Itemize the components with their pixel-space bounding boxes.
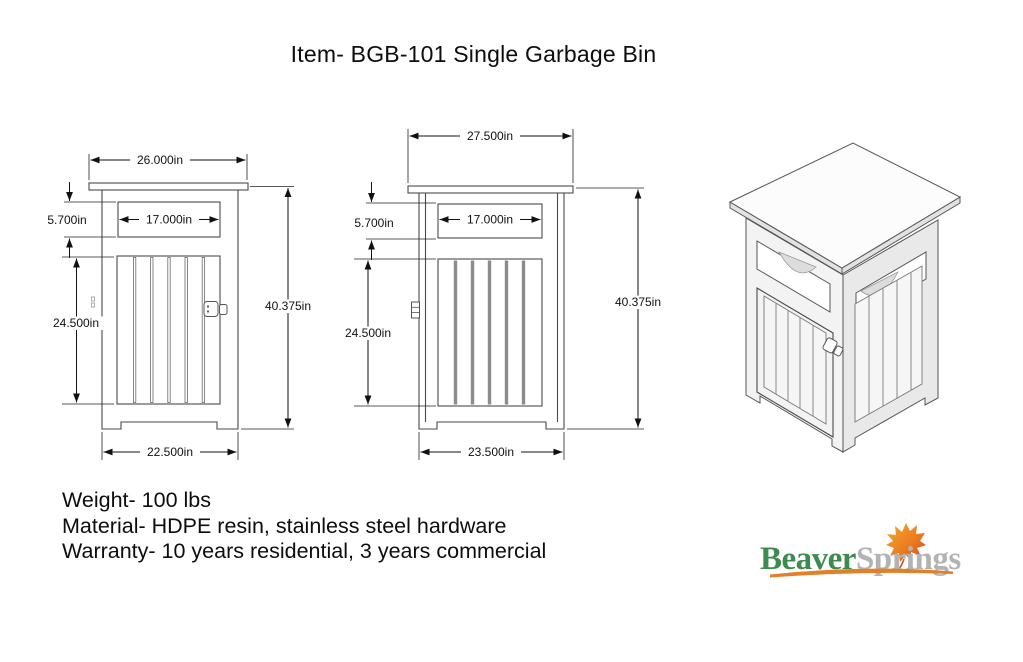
iso-side-panel [854,265,923,423]
side-dimensions: 27.500in 5.700in 17.000in 24.500in 40.37… [338,129,668,460]
brand-logo: BeaverSprings [760,523,962,578]
spec-material: Material- HDPE resin, stainless steel ha… [62,513,507,538]
front-door-hinge-mark [91,296,95,308]
iso-door-frame [756,287,834,438]
front-door-slat-lines [132,257,205,403]
spec-warranty: Warranty- 10 years residential, 3 years … [62,539,547,563]
side-top-slab [407,185,574,194]
front-view-drawing: 26.000in 5.700in 17.000in 24.500in 40.37… [46,153,318,460]
dim-front-total-height: 40.375in [265,299,311,313]
iso-door-latch [822,337,844,357]
dim-side-base-width: 23.500in [468,445,514,459]
spec-weight: Weight- 100 lbs [62,488,211,512]
dim-front-door-height: 24.500in [53,316,99,330]
dim-side-opening-width: 17.000in [467,213,513,227]
iso-door-panel [763,295,827,425]
iso-side-slats [868,272,912,414]
front-door-latch [203,301,228,317]
logo-swoosh [770,568,953,578]
front-dimensions: 26.000in 5.700in 17.000in 24.500in 40.37… [46,153,318,460]
front-top-slab [88,182,249,191]
iso-top-surface [728,142,962,269]
dim-side-panel-height: 24.500in [345,326,391,340]
dim-front-top-width: 26.000in [137,153,183,167]
isometric-view-drawing [728,142,962,453]
dim-front-opening-height: 5.700in [47,213,86,227]
maple-leaf-icon [886,523,926,570]
dim-front-base-width: 22.500in [147,445,193,459]
page-title: Item- BGB-101 Single Garbage Bin [290,41,657,67]
dim-side-opening-height: 5.700in [354,216,393,230]
dim-side-total-height: 40.375in [615,295,661,309]
dim-side-top-width: 27.500in [467,129,513,143]
product-specs: Weight- 100 lbs Material- HDPE resin, st… [62,488,546,565]
iso-front-bag-arc [778,251,817,274]
dim-front-opening-width: 17.000in [146,213,192,227]
side-panel-slats [453,260,526,405]
side-view-drawing: 27.500in 5.700in 17.000in 24.500in 40.37… [338,129,668,460]
iso-door-slats [775,303,814,416]
side-hinge [411,301,420,319]
